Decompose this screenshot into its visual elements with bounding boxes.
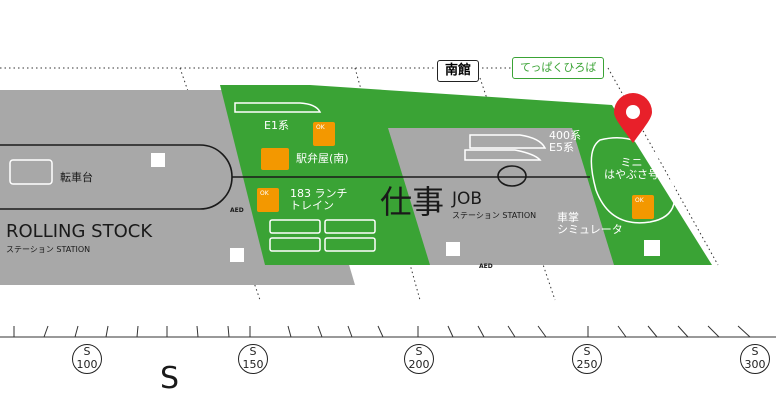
- aed-label: AED: [230, 207, 244, 214]
- job-subtitle: ステーション STATION: [452, 211, 537, 220]
- job-title-jp: 仕事: [380, 183, 445, 221]
- ok-badge-text: OK: [316, 124, 325, 131]
- teppaku-hiroba-label: てっぱくひろば: [512, 57, 605, 80]
- series-400-e5-label: 400系 E5系: [549, 129, 581, 155]
- mini-hayabusa-label: ミニ はやぶさ号: [604, 156, 659, 182]
- rolling-stock-title: ROLLING STOCK: [6, 221, 153, 242]
- aed-label-2: AED: [479, 263, 493, 270]
- location-pin-icon[interactable]: [614, 93, 652, 143]
- elevator-icon-2: [446, 242, 460, 256]
- rolling-stock-subtitle: ステーション STATION: [6, 245, 91, 254]
- food-ok-icon-3: [632, 195, 654, 219]
- ekiben-label: 駅弁屋(南): [296, 152, 349, 165]
- ok-badge-text-2: OK: [260, 190, 269, 197]
- job-title-en: JOB: [452, 189, 483, 209]
- lunch-train-label: 183 ランチ トレイン: [290, 187, 348, 213]
- south-hall-label: 南館: [437, 60, 480, 83]
- e1-label: E1系: [264, 119, 289, 132]
- ekiben-shop-icon: [261, 148, 289, 170]
- track: [0, 144, 590, 210]
- job-station-area: [388, 128, 614, 265]
- food-ok-icon: [313, 122, 335, 146]
- scale-bar: [0, 325, 776, 338]
- accessible-icon: [230, 248, 244, 262]
- turntable-label: 転車台: [60, 171, 93, 184]
- train-icons: [9, 102, 547, 252]
- conductor-simulator-label: 車掌 シミュレータ: [557, 211, 623, 237]
- mini-track: [590, 137, 676, 224]
- kids-icon: [644, 240, 660, 256]
- food-ok-icon-2: [257, 188, 279, 212]
- ok-badge-text-3: OK: [635, 197, 644, 204]
- elevator-icon: [151, 153, 165, 167]
- south-direction-label: S: [160, 361, 180, 396]
